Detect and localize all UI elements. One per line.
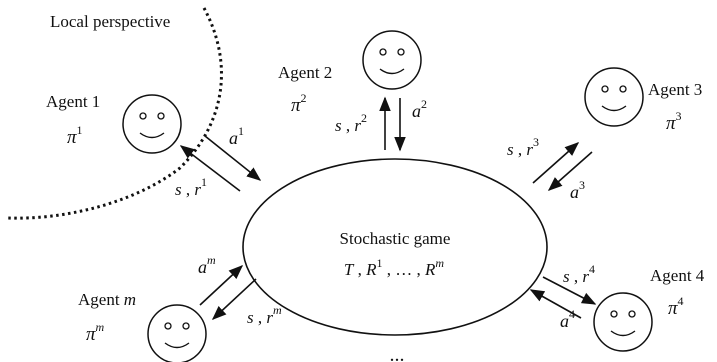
more-agents-ellipsis: ... [390, 344, 405, 362]
agent-3-action-label: a3 [570, 178, 585, 202]
agent-m-state-reward-label: s , rm [247, 303, 282, 327]
local-perspective-boundary [7, 7, 223, 220]
stochastic-game-title: Stochastic game [340, 229, 451, 248]
agent-m-policy: πm [86, 320, 105, 345]
agent-4: Agent 4 π4 s , r4 a4 [529, 262, 705, 352]
agent-3: Agent 3 π3 s , r3 a3 [507, 67, 702, 202]
agent-2-policy: π2 [291, 91, 307, 116]
agent-4-name: Agent 4 [650, 266, 705, 285]
agent-1-action-arrow [204, 135, 262, 181]
agent-4-action-label: a4 [560, 307, 575, 331]
agent-3-policy: π3 [666, 109, 682, 134]
agent-1-name: Agent 1 [46, 92, 100, 111]
agent-1-state-reward-arrow [179, 145, 241, 192]
stochastic-game-node [242, 158, 548, 336]
agent-2-name: Agent 2 [278, 63, 332, 82]
agent-2: Agent 2 π2 s , r2 a2 [278, 30, 427, 152]
agent-1-policy: π1 [67, 123, 83, 148]
agent-2-action-label: a2 [412, 97, 427, 121]
agent-3-name: Agent 3 [648, 80, 702, 99]
agent-4-state-reward-label: s , r4 [563, 262, 595, 286]
stochastic-game-params: T , R1 , … , Rm [344, 256, 445, 279]
agent-3-face-icon [584, 67, 644, 127]
agent-m-state-reward-arrow [211, 278, 257, 320]
agent-4-face-icon [593, 292, 653, 352]
agent-1-face-icon [122, 94, 182, 154]
agent-m-action-label: am [198, 253, 216, 277]
agent-4-action-arrow [529, 289, 582, 319]
agent-2-state-reward-label: s , r2 [335, 111, 367, 135]
agent-3-state-reward-label: s , r3 [507, 135, 539, 159]
agent-m-action-arrow [199, 265, 244, 306]
agent-3-action-arrow [547, 151, 593, 191]
agent-4-state-reward-arrow [542, 276, 597, 305]
agent-m-face-icon [147, 304, 207, 362]
agent-1-action-label: a1 [229, 124, 244, 148]
agent-3-state-reward-arrow [532, 142, 580, 184]
agent-4-policy: π4 [668, 294, 684, 319]
agent-m-name: Agent m [78, 290, 136, 309]
agent-1-state-reward-label: s , r1 [175, 175, 207, 199]
agent-1: Agent 1 π1 a1 s , r1 [46, 92, 262, 199]
agent-2-face-icon [362, 30, 422, 90]
agent-m: Agent m πm am s , rm [78, 253, 282, 362]
local-perspective-label: Local perspective [50, 12, 170, 31]
